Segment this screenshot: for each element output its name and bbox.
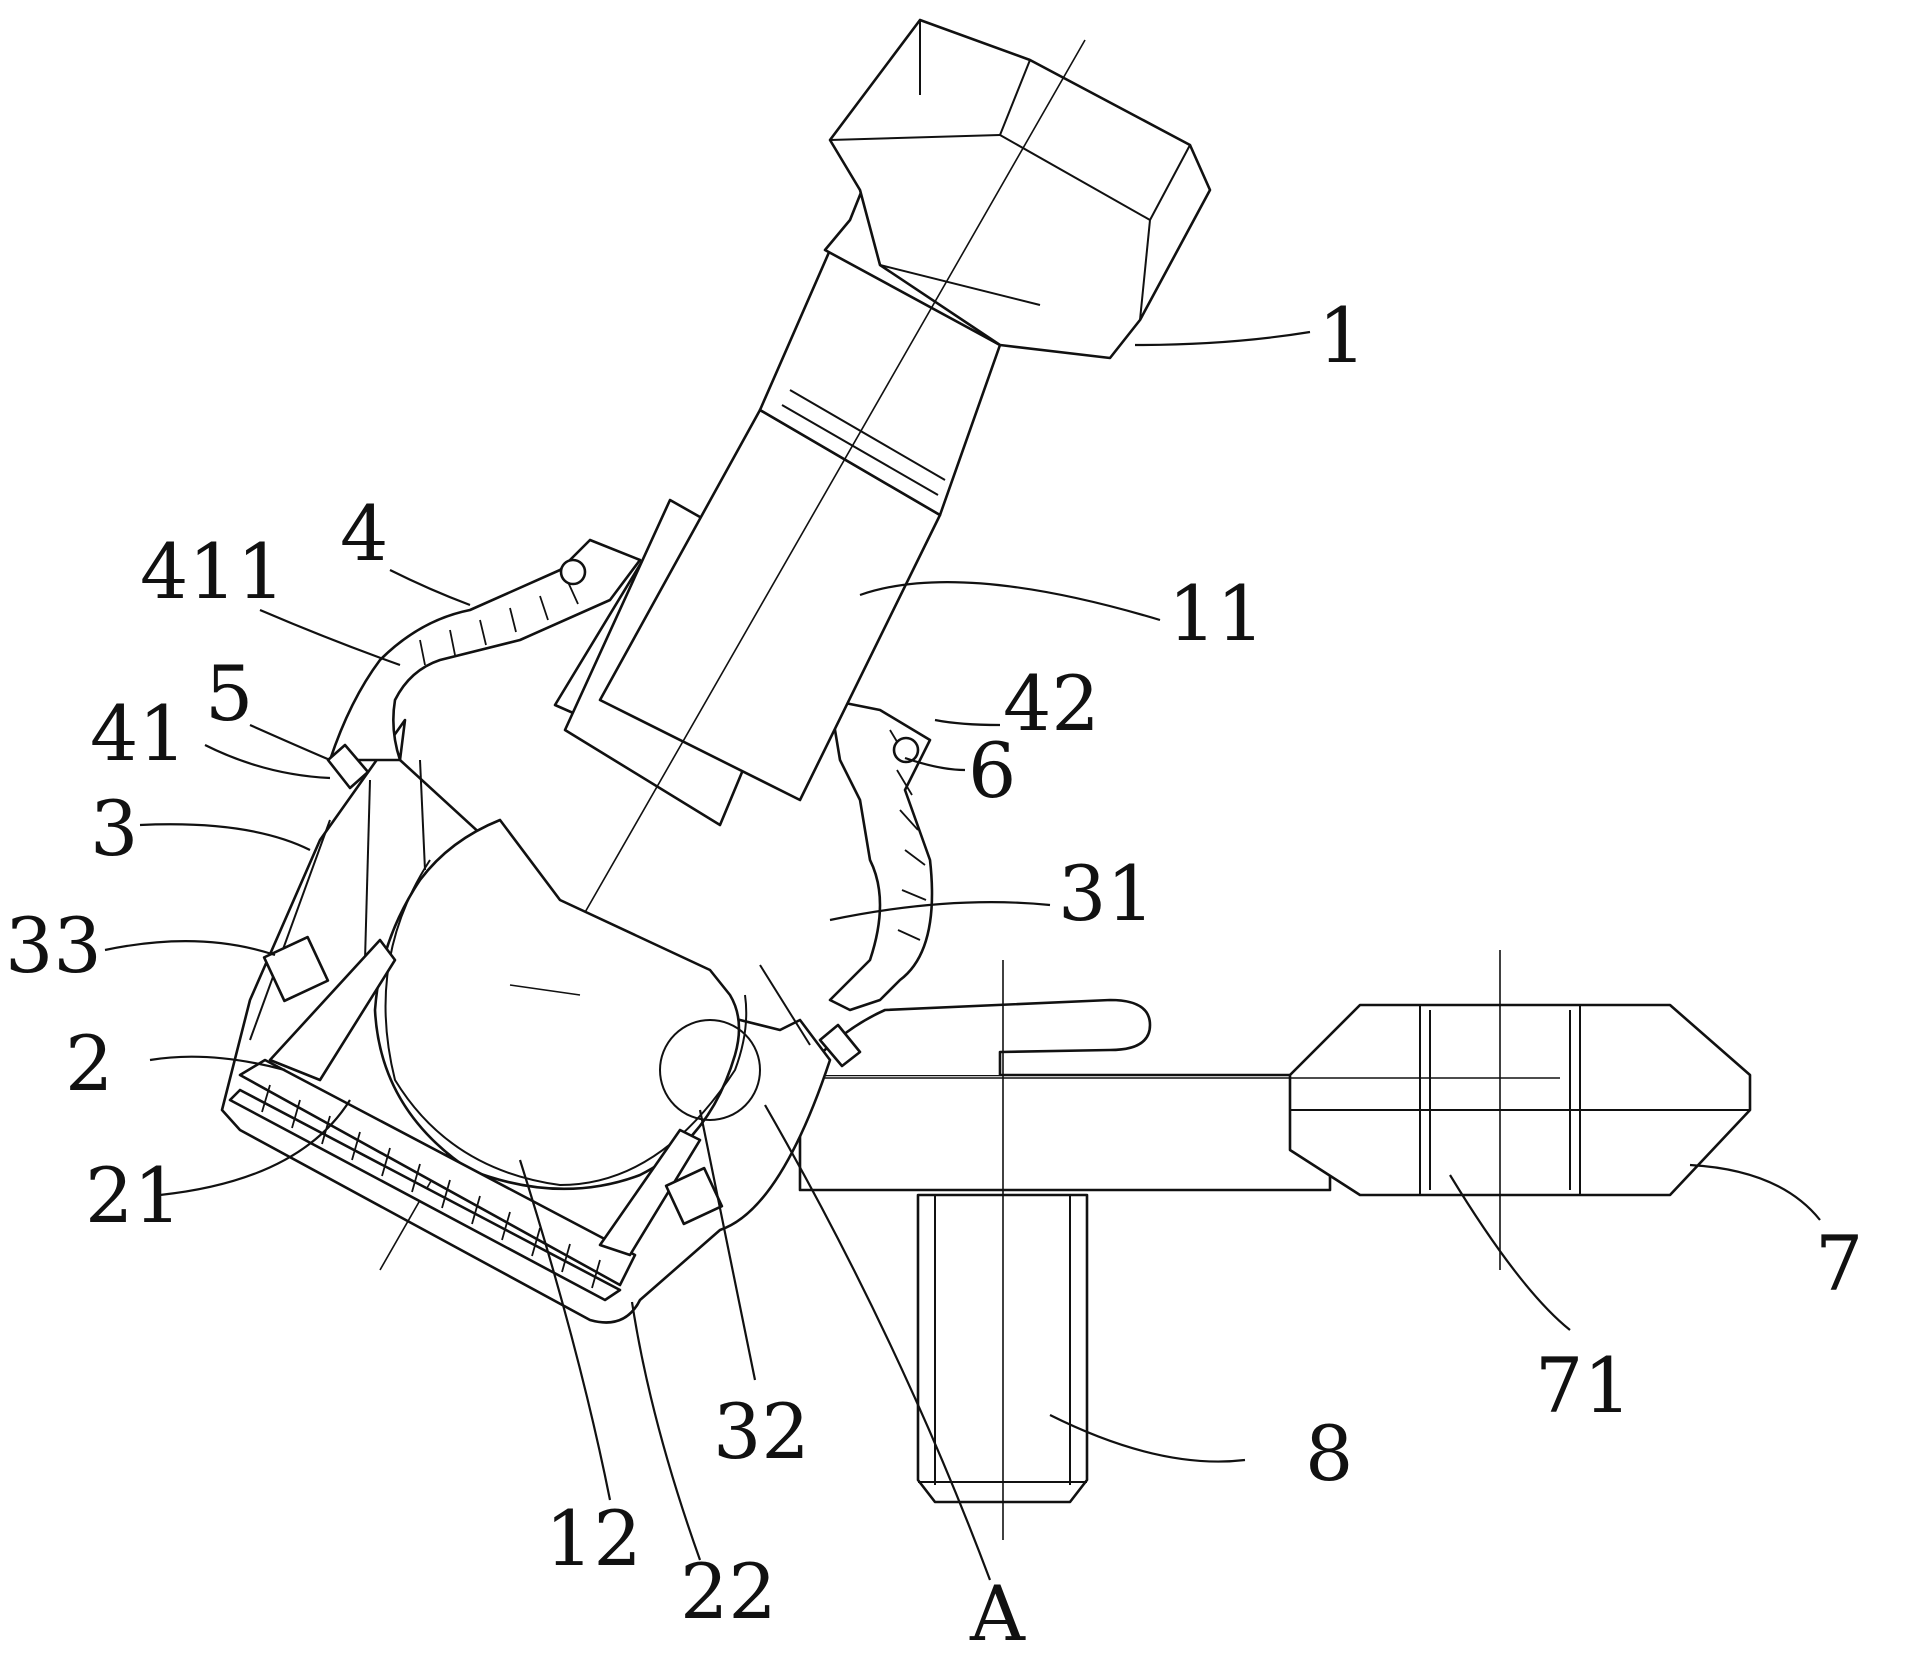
- label-4: 4: [340, 489, 388, 578]
- ball-stud-1: [379, 18, 1212, 1271]
- connecting-bar-7: [798, 998, 1752, 1197]
- label-12: 12: [545, 1494, 642, 1583]
- label-71: 71: [1535, 1341, 1632, 1430]
- label-5: 5: [205, 649, 253, 738]
- label-411: 411: [140, 527, 285, 616]
- label-3: 3: [90, 784, 138, 873]
- dust-boot-4: [328, 538, 934, 1012]
- label-32: 32: [713, 1387, 810, 1476]
- label-33: 33: [5, 901, 102, 990]
- label-2: 2: [65, 1019, 113, 1108]
- fasteners: [326, 743, 862, 1068]
- label-21: 21: [85, 1151, 182, 1240]
- label-31: 31: [1058, 849, 1155, 938]
- stud-8: [916, 950, 1501, 1540]
- label-11: 11: [1168, 569, 1265, 658]
- label-22: 22: [680, 1547, 777, 1636]
- label-1: 1: [1318, 291, 1366, 380]
- label-A: A: [969, 1569, 1026, 1654]
- label-7: 7: [1815, 1219, 1863, 1308]
- label-41: 41: [90, 689, 187, 778]
- label-8: 8: [1305, 1409, 1353, 1498]
- leader-lines: [104, 330, 1821, 1581]
- reference-labels: 1 11 4 411 5 41 42 6 3 31 33 2 21 7 71 8…: [5, 291, 1863, 1654]
- label-42: 42: [1003, 659, 1100, 748]
- label-6: 6: [968, 726, 1016, 815]
